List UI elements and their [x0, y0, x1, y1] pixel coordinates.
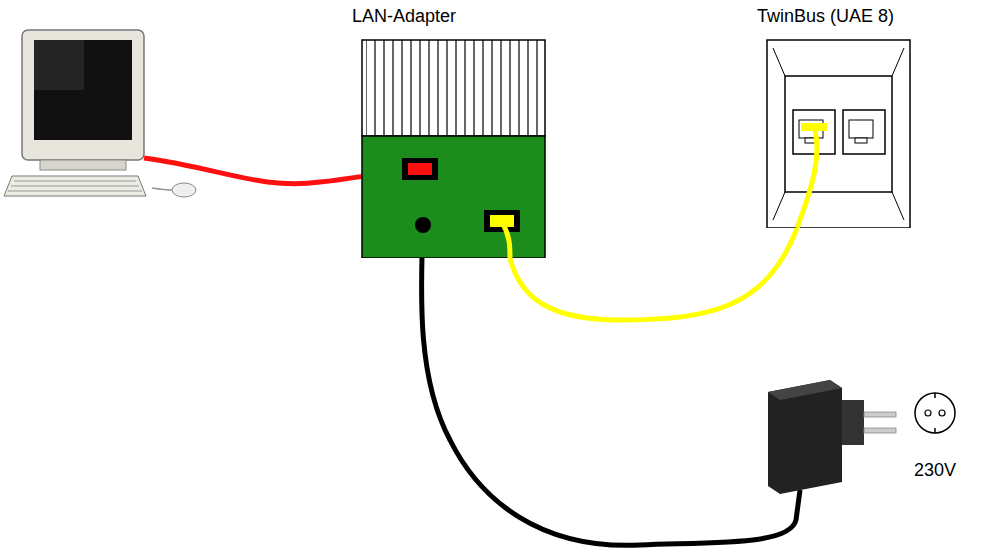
bus-cable: [510, 228, 797, 320]
adapter-node: LAN-Adapter: [352, 6, 557, 258]
computer-icon: [4, 30, 196, 197]
node-outline: [352, 6, 557, 258]
node-heading: TwinBus (UAE 8): [757, 6, 894, 27]
node-outline: [757, 6, 921, 228]
voltage-label: 230V: [914, 460, 956, 481]
node-heading: LAN-Adapter: [352, 6, 456, 27]
power-supply: [768, 380, 896, 494]
power-cable: [421, 225, 800, 545]
wall-socket: [915, 393, 955, 433]
socket-node: TwinBus (UAE 8): [757, 6, 921, 228]
